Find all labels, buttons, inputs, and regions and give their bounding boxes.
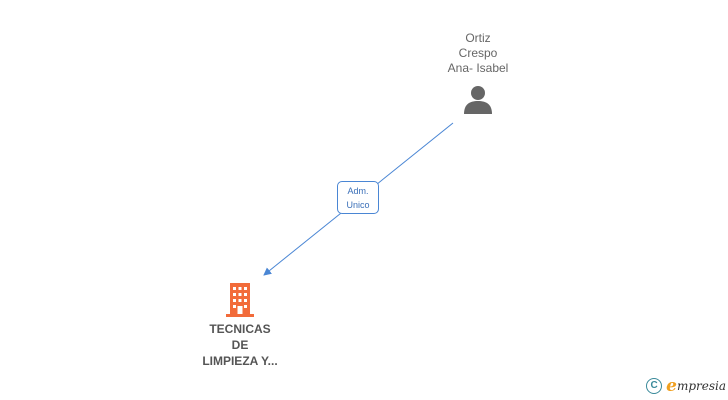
relation-label-line: Unico (346, 200, 370, 210)
brand-logo-letter: e (666, 376, 677, 396)
person-icon (464, 86, 492, 114)
company-name-line: DE (231, 338, 249, 352)
relation-label[interactable]: Adm. Unico (337, 181, 379, 214)
person-node[interactable]: Ortiz Crespo Ana- Isabel (418, 31, 538, 114)
company-node[interactable]: TECNICAS DE LIMPIEZA Y... (180, 283, 300, 369)
building-icon (226, 283, 254, 317)
person-name-line: Crespo (458, 46, 498, 60)
person-name-line: Ana- Isabel (447, 61, 509, 75)
relation-label-line: Adm. (347, 186, 369, 196)
brand-watermark: C e mpresia (646, 376, 726, 396)
company-name-line: TECNICAS (209, 322, 271, 336)
copyright-icon: C (646, 378, 663, 394)
brand-logo-text: mpresia (676, 379, 726, 393)
company-name-line: LIMPIEZA Y... (202, 354, 278, 368)
person-name-line: Ortiz (465, 31, 491, 45)
